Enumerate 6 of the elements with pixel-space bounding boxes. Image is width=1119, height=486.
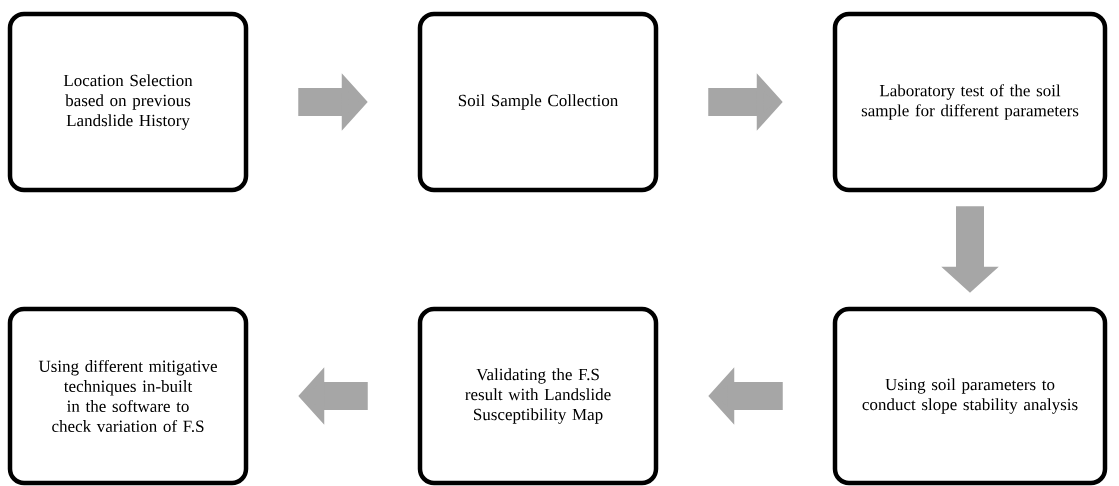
process-box: Validating the F.S result with Landslide Susceptibility Map	[417, 306, 659, 486]
process-box: Using different mitigative techniques in-built in the software to check variation of F.S	[7, 306, 249, 486]
process-box: Using soil parameters to conduct slope stability analysis	[832, 306, 1108, 486]
process-box: Soil Sample Collection	[417, 11, 659, 193]
process-box: Location Selection based on previous Landslide History	[7, 11, 249, 193]
process-box: Laboratory test of the soil sample for different parameters	[832, 11, 1108, 193]
